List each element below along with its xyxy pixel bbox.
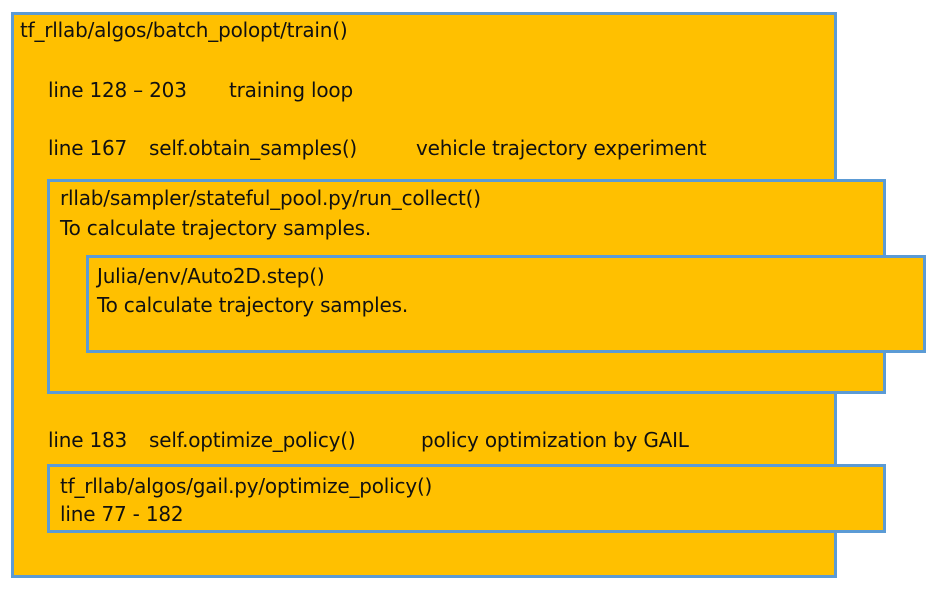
- optimize-policy-call: self.optimize_policy(): [149, 428, 356, 452]
- training-loop-label: training loop: [229, 78, 353, 102]
- auto2d-step-description: To calculate trajectory samples.: [97, 293, 408, 317]
- run-collect-description: To calculate trajectory samples.: [60, 216, 371, 240]
- auto2d-step-title: Julia/env/Auto2D.step(): [97, 264, 325, 288]
- training-loop-line-range: line 128 – 203: [48, 78, 187, 102]
- optimize-policy-description: policy optimization by GAIL: [421, 428, 689, 452]
- train-function-title: tf_rllab/algos/batch_polopt/train(): [20, 18, 348, 42]
- run-collect-title: rllab/sampler/stateful_pool.py/run_colle…: [60, 186, 481, 210]
- obtain-samples-call: self.obtain_samples(): [149, 136, 358, 160]
- gail-optimize-title: tf_rllab/algos/gail.py/optimize_policy(): [60, 474, 433, 498]
- optimize-policy-box: [47, 464, 886, 533]
- gail-line-range: line 77 - 182: [60, 502, 184, 526]
- obtain-samples-line-number: line 167: [48, 136, 128, 160]
- optimize-policy-line-number: line 183: [48, 428, 128, 452]
- auto2d-step-box: [86, 255, 926, 353]
- obtain-samples-description: vehicle trajectory experiment: [416, 136, 707, 160]
